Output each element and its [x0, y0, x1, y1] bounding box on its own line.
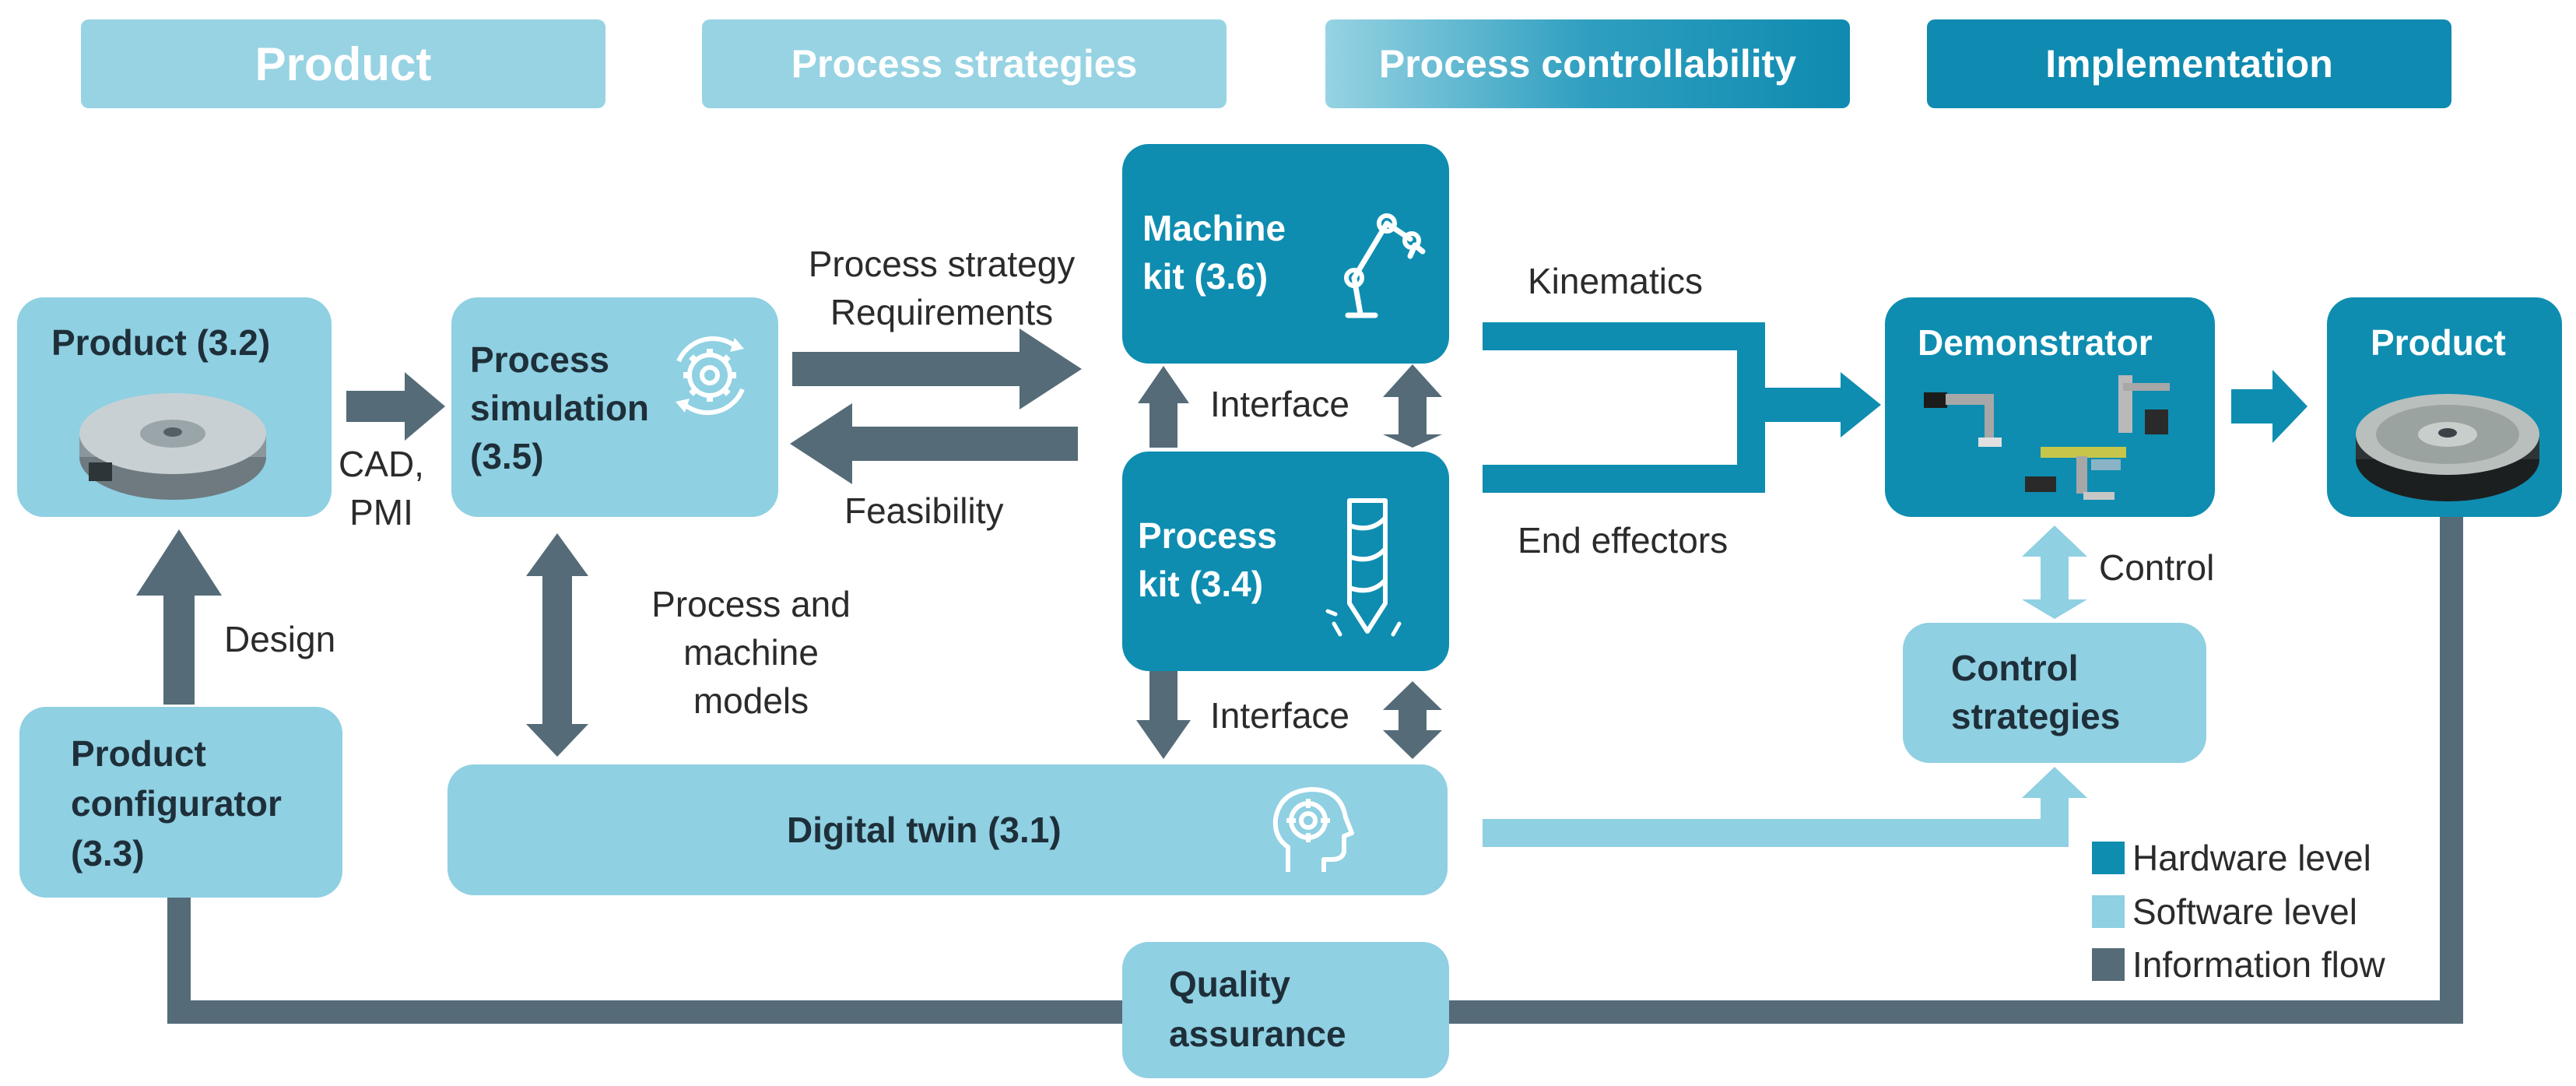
- cad-pmi-line-2: PMI: [349, 492, 413, 532]
- machine-kit-box: Machine kit (3.6): [1122, 144, 1449, 364]
- cad-arrow-shaft: [346, 391, 409, 422]
- header-process-strategies-label: Process strategies: [791, 42, 1138, 86]
- kit-merge-bracket: [1483, 322, 1765, 493]
- process-machine-models-label: Process and machine models: [580, 580, 922, 725]
- product-output-label: Product: [2371, 322, 2506, 363]
- output-arrow-shaft: [2231, 389, 2278, 424]
- strategy-line-2: Requirements: [830, 292, 1054, 332]
- demonstrator-arrow-shaft: [1737, 388, 1846, 422]
- legend-hardware-label: Hardware level: [2132, 838, 2371, 878]
- demonstrator-machine-icon: [1924, 375, 2170, 500]
- drill-bit-icon: [1325, 498, 1402, 637]
- machine-kit-line-1: Machine: [1142, 208, 1286, 248]
- interface-top-up-head: [1138, 366, 1189, 403]
- product-configurator-line-3: (3.3): [71, 833, 145, 873]
- strategy-line-1: Process strategy: [808, 244, 1076, 284]
- header-implementation-label: Implementation: [2045, 42, 2333, 86]
- control-strategies-line-2: strategies: [1951, 696, 2121, 736]
- models-arrow-head-up: [526, 533, 588, 576]
- interface-bottom-down-head: [1136, 720, 1191, 759]
- cad-arrow-head: [405, 372, 445, 441]
- header-process-controllability: Process controllability: [1325, 19, 1850, 108]
- feasibility-arrow-shaft: [848, 427, 1078, 461]
- process-kit-box: Process kit (3.4): [1122, 452, 1449, 671]
- interface-top-up-shaft: [1149, 401, 1177, 448]
- models-line-1: Process and: [651, 584, 851, 624]
- digital-twin-box: Digital twin (3.1): [447, 764, 1448, 895]
- disc-part-icon: [79, 393, 266, 500]
- interface-bottom-double-shaft: [1399, 708, 1427, 732]
- quality-assurance-line-1: Quality: [1169, 964, 1290, 1004]
- strategy-requirements-label: Process strategy Requirements: [747, 240, 1136, 336]
- feasibility-label: Feasibility: [844, 490, 1004, 531]
- header-process-strategies: Process strategies: [702, 19, 1227, 108]
- gear-cycle-icon: [676, 336, 745, 416]
- output-arrow-head: [2272, 370, 2308, 443]
- models-line-3: models: [693, 680, 809, 721]
- control-arrow-shaft: [2041, 549, 2069, 607]
- interface-top-double-head-down: [1383, 434, 1442, 448]
- legend-software-swatch: [2092, 895, 2125, 928]
- legend-hardware-swatch: [2092, 842, 2125, 874]
- legend-software-label: Software level: [2132, 891, 2357, 932]
- digital-twin-label: Digital twin (3.1): [787, 810, 1062, 850]
- interface-top-label: Interface: [1210, 384, 1349, 424]
- requirements-arrow-shaft: [792, 352, 1022, 386]
- head-target-icon: [1272, 787, 1354, 872]
- process-simulation-line-1: Process: [470, 339, 610, 380]
- control-label: Control: [2099, 547, 2215, 588]
- interface-bottom-down-shaft: [1149, 668, 1177, 722]
- feasibility-arrow-head: [790, 403, 852, 484]
- header-product-label: Product: [254, 37, 432, 90]
- quality-assurance-box: Quality assurance: [1122, 942, 1449, 1078]
- demonstrator-box: Demonstrator: [1885, 297, 2215, 517]
- kinematics-label: Kinematics: [1528, 261, 1703, 301]
- end-effectors-label: End effectors: [1518, 520, 1728, 561]
- demonstrator-arrow-head: [1841, 372, 1881, 438]
- design-arrow-head: [136, 529, 222, 596]
- control-arrow-head-up: [2022, 525, 2087, 557]
- twin-to-control-line: [1483, 794, 2069, 847]
- product-input-box: Product (3.2): [17, 297, 332, 517]
- interface-bottom-label: Interface: [1210, 695, 1349, 736]
- process-kit-line-1: Process: [1138, 515, 1278, 556]
- product-configurator-line-1: Product: [71, 733, 206, 774]
- interface-top-double-head-up: [1383, 364, 1442, 397]
- design-label: Design: [224, 619, 336, 659]
- product-output-box: Product: [2327, 297, 2562, 517]
- quality-assurance-line-2: assurance: [1169, 1014, 1346, 1054]
- legend-information-swatch: [2092, 948, 2125, 981]
- header-implementation: Implementation: [1927, 19, 2451, 108]
- header-process-controllability-label: Process controllability: [1378, 42, 1797, 86]
- control-strategies-box: Control strategies: [1903, 623, 2206, 763]
- process-simulation-line-2: simulation: [470, 388, 650, 428]
- header-product: Product: [81, 19, 605, 108]
- interface-top-double-shaft: [1399, 393, 1427, 440]
- models-arrow-shaft: [542, 572, 572, 728]
- process-simulation-line-3: (3.5): [470, 436, 544, 476]
- models-arrow-head-down: [526, 724, 588, 757]
- machine-kit-line-2: kit (3.6): [1142, 256, 1269, 297]
- legend-information-label: Information flow: [2132, 944, 2385, 985]
- interface-bottom-double-head-up: [1383, 681, 1442, 710]
- demonstrator-label: Demonstrator: [1918, 322, 2153, 363]
- control-strategies-line-1: Control: [1951, 648, 2079, 688]
- twin-to-control-head: [2022, 767, 2087, 798]
- cad-pmi-line-1: CAD,: [339, 444, 424, 484]
- interface-bottom-double-head-down: [1383, 730, 1442, 759]
- robot-arm-icon: [1344, 213, 1426, 318]
- product-input-label: Product (3.2): [51, 322, 271, 363]
- product-configurator-line-2: configurator: [71, 783, 282, 824]
- requirements-arrow-head: [1020, 329, 1082, 409]
- process-kit-line-2: kit (3.4): [1138, 564, 1264, 604]
- control-arrow-head-down: [2022, 599, 2087, 619]
- cad-pmi-label: CAD, PMI: [319, 440, 444, 536]
- process-simulation-box: Process simulation (3.5): [451, 297, 778, 517]
- finished-disc-icon: [2356, 394, 2539, 501]
- design-arrow-shaft: [163, 588, 195, 705]
- models-line-2: machine: [683, 632, 819, 673]
- product-configurator-box: Product configurator (3.3): [19, 707, 342, 898]
